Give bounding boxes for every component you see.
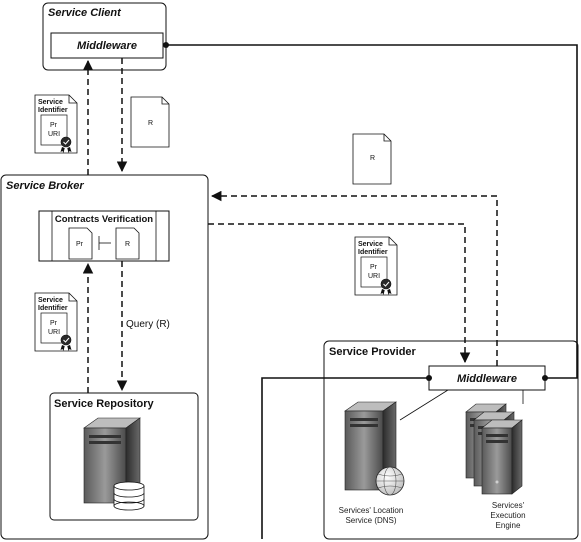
svg-text:Identifier: Identifier bbox=[358, 249, 388, 256]
service-identifier-certificate-2: Service Identifier Pr URI bbox=[34, 292, 78, 352]
svg-text:R: R bbox=[125, 241, 130, 248]
request-document-2: R bbox=[352, 133, 392, 185]
svg-text:Identifier: Identifier bbox=[38, 107, 68, 114]
service-broker-box: Service Broker Contracts Verification Pr… bbox=[0, 174, 209, 540]
satisfies-symbol bbox=[98, 236, 111, 250]
svg-text:Pr: Pr bbox=[76, 241, 84, 248]
client-middleware-label: Middleware bbox=[77, 40, 137, 52]
execution-engine-caption-line1: Services' bbox=[492, 501, 525, 510]
service-identifier-certificate-3: Service Identifier Pr URI bbox=[354, 236, 398, 296]
globe-icon bbox=[375, 466, 405, 496]
svg-text:URI: URI bbox=[48, 131, 60, 138]
svg-text:Service: Service bbox=[358, 241, 383, 248]
execution-engine-caption-line2: Execution bbox=[490, 511, 525, 520]
location-service-caption-line2: Service (DNS) bbox=[345, 516, 396, 525]
contracts-verification-title: Contracts Verification bbox=[55, 214, 153, 225]
database-icon bbox=[113, 481, 145, 511]
execution-engine-servers-icon bbox=[465, 403, 523, 495]
repository-server-icon bbox=[83, 417, 141, 504]
request-document-1: R bbox=[130, 96, 170, 148]
query-label: Query (R) bbox=[126, 319, 170, 330]
svg-text:Service: Service bbox=[38, 99, 63, 106]
svg-text:Pr: Pr bbox=[50, 122, 58, 129]
broker-to-provider-arrow bbox=[208, 223, 471, 364]
svg-text:Pr: Pr bbox=[50, 320, 58, 327]
provider-to-broker-arrow bbox=[210, 190, 498, 366]
service-client-box: Service Client Middleware bbox=[42, 2, 167, 71]
contracts-verification-box: Contracts Verification Pr R bbox=[38, 210, 170, 262]
svg-text:R: R bbox=[370, 155, 375, 162]
contract-request-doc: R bbox=[115, 227, 140, 260]
execution-engine-caption-line3: Engine bbox=[496, 521, 521, 530]
service-identifier-certificate-1: Service Identifier Pr URI bbox=[34, 94, 78, 154]
contract-provider-doc: Pr bbox=[68, 227, 93, 260]
service-provider-box: Service Provider Middleware Services' Lo… bbox=[323, 340, 579, 540]
external-link bbox=[261, 375, 432, 539]
svg-text:URI: URI bbox=[368, 273, 380, 280]
service-broker-title: Service Broker bbox=[6, 180, 84, 192]
service-repository-box: Service Repository bbox=[49, 392, 199, 521]
service-repository-title: Service Repository bbox=[54, 398, 155, 410]
svg-text:Pr: Pr bbox=[370, 264, 378, 271]
provider-middleware-label: Middleware bbox=[457, 373, 517, 385]
service-client-title: Service Client bbox=[48, 7, 122, 19]
provider-middleware-box bbox=[428, 365, 546, 391]
client-middleware-box bbox=[50, 32, 164, 59]
svg-text:Service: Service bbox=[38, 297, 63, 304]
svg-text:URI: URI bbox=[48, 329, 60, 336]
svg-text:Identifier: Identifier bbox=[38, 305, 68, 312]
middleware-link bbox=[163, 42, 578, 381]
service-provider-title: Service Provider bbox=[329, 346, 417, 358]
location-service-caption-line1: Services' Location bbox=[339, 506, 404, 515]
svg-text:R: R bbox=[148, 120, 153, 127]
